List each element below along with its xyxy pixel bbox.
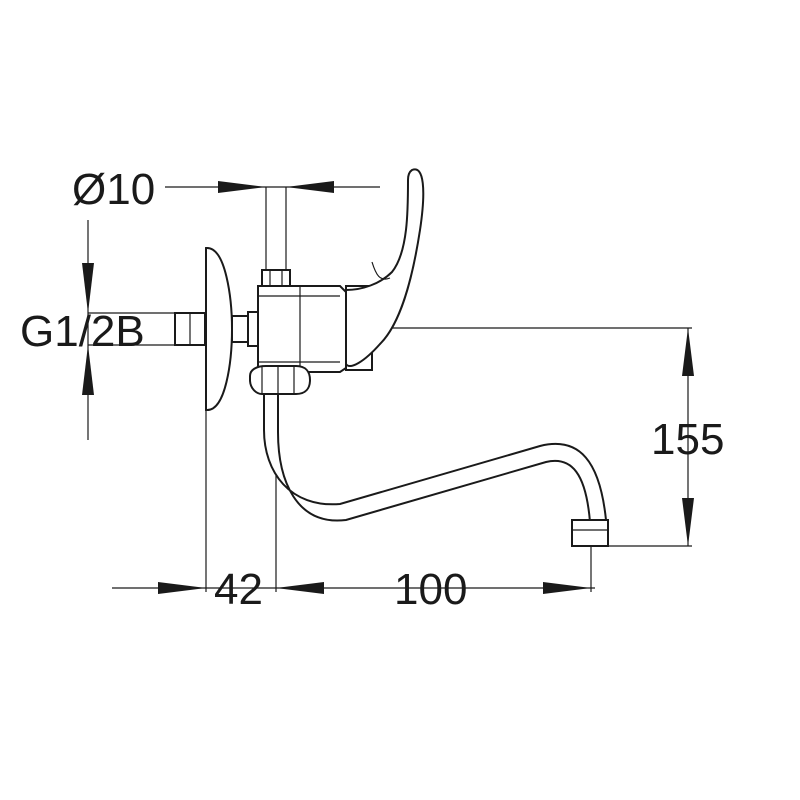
faucet-body (174, 168, 425, 412)
diameter-label: Ø10 (72, 165, 155, 214)
height-label: 155 (651, 415, 724, 464)
faucet-spout (263, 393, 609, 547)
spout-reach-label: 100 (394, 565, 467, 614)
dimension-arrows (82, 181, 694, 594)
wall-depth-label: 42 (214, 565, 263, 614)
thread-label: G1/2B (20, 307, 145, 356)
